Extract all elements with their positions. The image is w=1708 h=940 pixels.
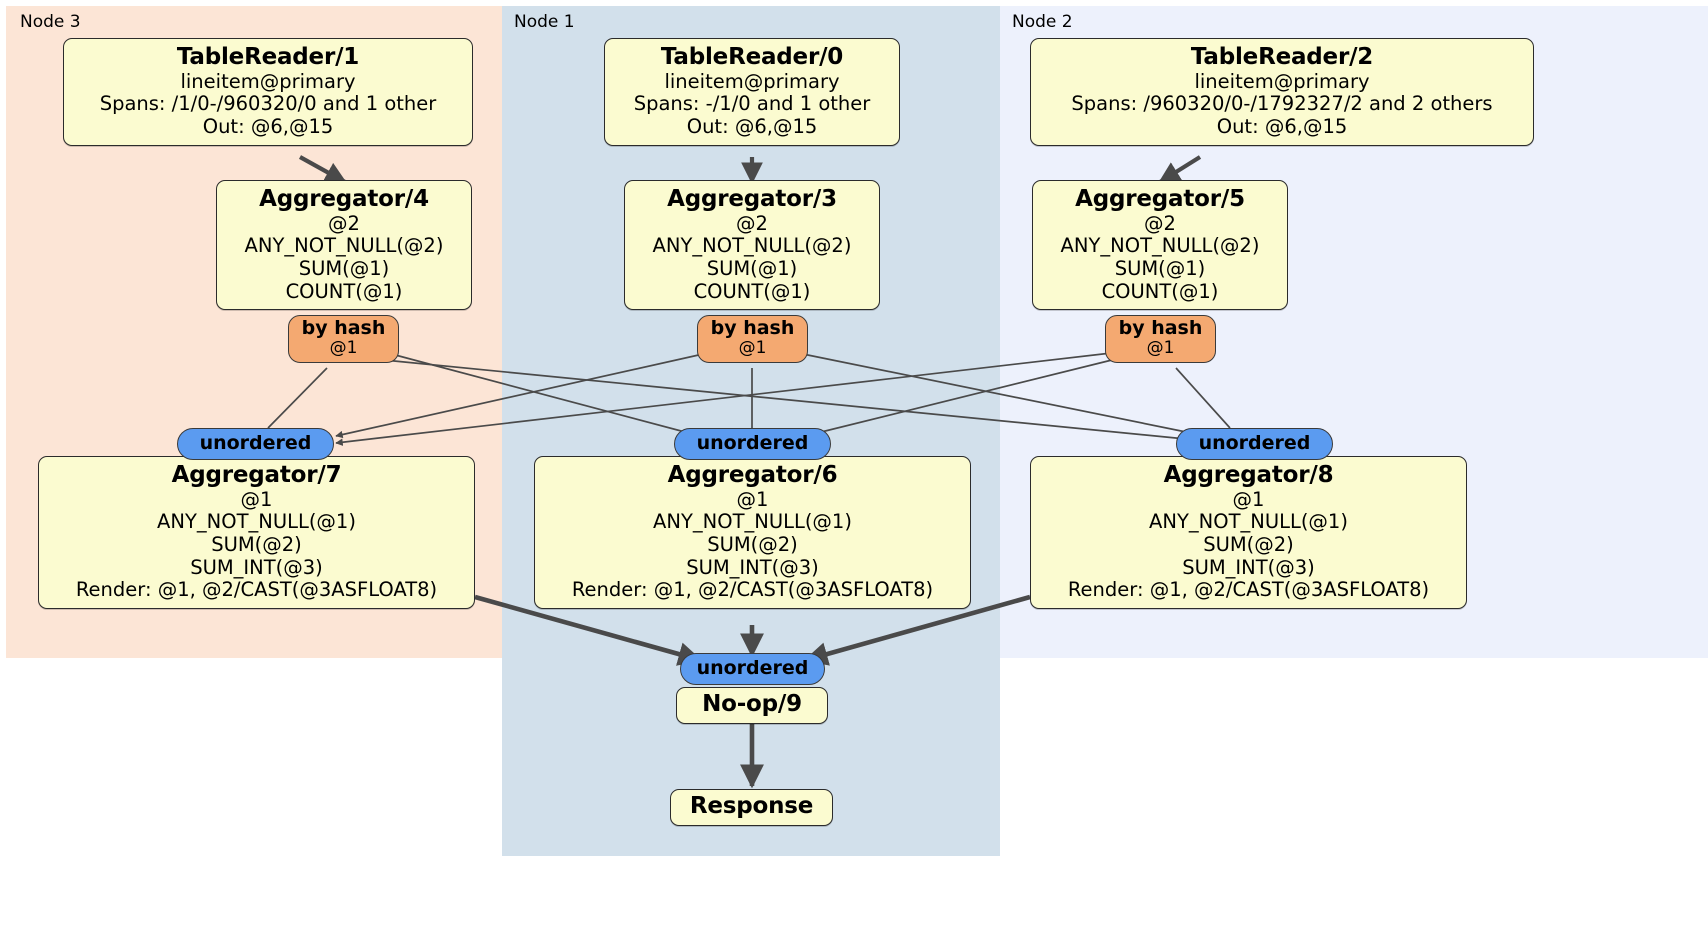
router-by-hash-mid[interactable]: by hash @1 <box>697 315 808 364</box>
processor-line: Spans: /960320/0-/1792327/2 and 2 others <box>1071 92 1493 116</box>
processor-line: @1 <box>1232 487 1265 511</box>
processor-line: SUM(@1) <box>298 256 390 280</box>
processor-title: Aggregator/3 <box>667 186 837 212</box>
processor-line: Out: @6,@15 <box>1216 114 1348 138</box>
synchronizer-unordered-final[interactable]: unordered <box>680 653 825 685</box>
router-key-label: @1 <box>329 338 358 359</box>
processor-line: SUM(@2) <box>211 532 302 556</box>
processor-line: SUM_INT(@3) <box>1182 555 1315 579</box>
region-label-node-2: Node 2 <box>1012 12 1073 32</box>
processor-response[interactable]: Response <box>670 789 833 826</box>
processor-title: Aggregator/7 <box>171 462 342 488</box>
processor-line: Render: @1, @2/CAST(@3ASFLOAT8) <box>571 578 934 602</box>
region-label-node-1: Node 1 <box>514 12 575 32</box>
synchronizer-unordered-mid[interactable]: unordered <box>674 428 831 460</box>
processor-line: ANY_NOT_NULL(@1) <box>653 510 852 534</box>
processor-line: SUM(@2) <box>1203 532 1294 556</box>
processor-line: Out: @6,@15 <box>686 114 818 138</box>
processor-title: No-op/9 <box>702 691 802 717</box>
synchronizer-unordered-right[interactable]: unordered <box>1176 428 1333 460</box>
region-label-node-3: Node 3 <box>20 12 81 32</box>
processor-line: COUNT(@1) <box>693 279 811 303</box>
processor-line: Spans: /1/0-/960320/0 and 1 other <box>99 92 437 116</box>
processor-no-op-9[interactable]: No-op/9 <box>676 687 828 724</box>
processor-line: Spans: -/1/0 and 1 other <box>633 92 871 116</box>
processor-line: @1 <box>240 487 273 511</box>
processor-line: COUNT(@1) <box>285 279 403 303</box>
processor-title: TableReader/1 <box>176 44 360 70</box>
processor-aggregator-4[interactable]: Aggregator/4 @2 ANY_NOT_NULL(@2) SUM(@1)… <box>216 180 472 311</box>
synchronizer-label: unordered <box>1198 432 1311 454</box>
processor-aggregator-5[interactable]: Aggregator/5 @2 ANY_NOT_NULL(@2) SUM(@1)… <box>1032 180 1288 311</box>
processor-line: SUM_INT(@3) <box>686 555 819 579</box>
router-type-label: by hash <box>301 317 386 339</box>
processor-line: SUM(@2) <box>707 532 798 556</box>
processor-line: Render: @1, @2/CAST(@3ASFLOAT8) <box>1067 578 1430 602</box>
processor-line: Render: @1, @2/CAST(@3ASFLOAT8) <box>75 578 438 602</box>
router-by-hash-right[interactable]: by hash @1 <box>1105 315 1216 364</box>
router-by-hash-left[interactable]: by hash @1 <box>288 315 399 364</box>
processor-line: SUM_INT(@3) <box>190 555 323 579</box>
processor-title: Aggregator/4 <box>259 186 429 212</box>
processor-line: lineitem@primary <box>664 69 840 93</box>
processor-line: SUM(@1) <box>706 256 798 280</box>
processor-line: SUM(@1) <box>1114 256 1206 280</box>
processor-title: Aggregator/5 <box>1075 186 1245 212</box>
processor-title: Aggregator/6 <box>667 462 838 488</box>
processor-table-reader-1[interactable]: TableReader/1 lineitem@primary Spans: /1… <box>63 38 473 146</box>
synchronizer-label: unordered <box>696 657 809 679</box>
processor-line: ANY_NOT_NULL(@2) <box>652 234 852 258</box>
processor-line: @2 <box>328 211 360 235</box>
processor-title: Response <box>689 793 814 819</box>
router-type-label: by hash <box>1118 317 1203 339</box>
processor-line: ANY_NOT_NULL(@2) <box>1060 234 1260 258</box>
processor-aggregator-8[interactable]: Aggregator/8 @1 ANY_NOT_NULL(@1) SUM(@2)… <box>1030 456 1467 609</box>
synchronizer-label: unordered <box>199 432 312 454</box>
router-key-label: @1 <box>1146 338 1175 359</box>
processor-aggregator-6[interactable]: Aggregator/6 @1 ANY_NOT_NULL(@1) SUM(@2)… <box>534 456 971 609</box>
processor-line: @2 <box>1144 211 1176 235</box>
processor-line: lineitem@primary <box>1194 69 1370 93</box>
processor-line: @2 <box>736 211 768 235</box>
processor-table-reader-0[interactable]: TableReader/0 lineitem@primary Spans: -/… <box>604 38 900 146</box>
synchronizer-unordered-left[interactable]: unordered <box>177 428 334 460</box>
processor-table-reader-2[interactable]: TableReader/2 lineitem@primary Spans: /9… <box>1030 38 1534 146</box>
router-key-label: @1 <box>738 338 767 359</box>
processor-title: TableReader/2 <box>1190 44 1374 70</box>
processor-line: Out: @6,@15 <box>202 114 334 138</box>
synchronizer-label: unordered <box>696 432 809 454</box>
processor-line: @1 <box>736 487 769 511</box>
router-type-label: by hash <box>710 317 795 339</box>
processor-line: ANY_NOT_NULL(@1) <box>1149 510 1348 534</box>
processor-title: Aggregator/8 <box>1163 462 1334 488</box>
processor-aggregator-3[interactable]: Aggregator/3 @2 ANY_NOT_NULL(@2) SUM(@1)… <box>624 180 880 311</box>
processor-line: COUNT(@1) <box>1101 279 1219 303</box>
processor-line: ANY_NOT_NULL(@1) <box>157 510 356 534</box>
processor-line: lineitem@primary <box>180 69 356 93</box>
processor-line: ANY_NOT_NULL(@2) <box>244 234 444 258</box>
processor-aggregator-7[interactable]: Aggregator/7 @1 ANY_NOT_NULL(@1) SUM(@2)… <box>38 456 475 609</box>
processor-title: TableReader/0 <box>660 44 844 70</box>
